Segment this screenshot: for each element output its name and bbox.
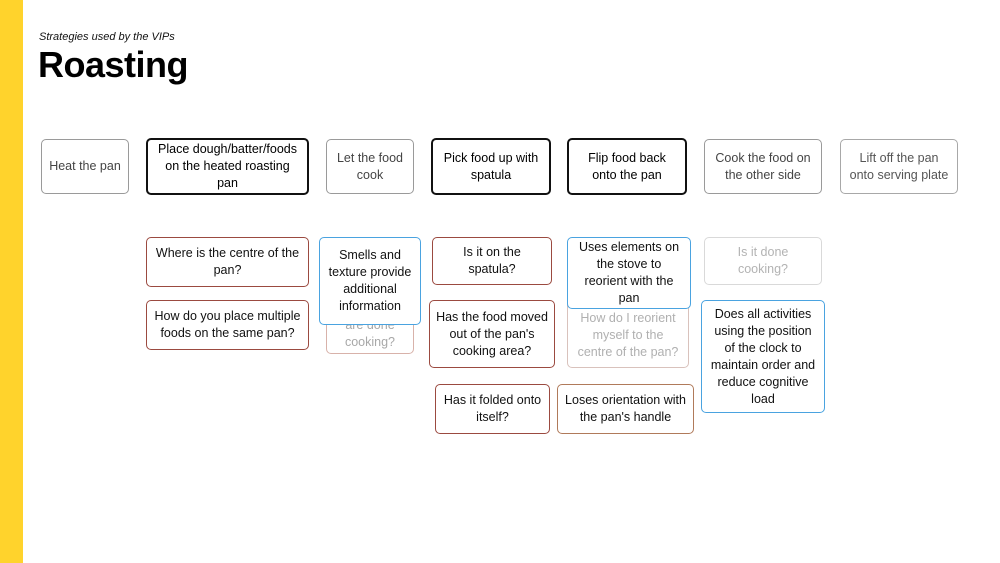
question-centre-of-pan: Where is the centre of the pan?	[146, 237, 309, 287]
question-multiple-foods: How do you place multiple foods on the s…	[146, 300, 309, 350]
slide-title: Roasting	[38, 44, 189, 85]
step-heat-the-pan: Heat the pan	[41, 139, 129, 194]
question-done-cooking: Is it done cooking?	[704, 237, 822, 285]
accent-bar	[0, 0, 23, 563]
slide-subtitle: Strategies used by the VIPs	[39, 31, 175, 43]
step-let-food-cook: Let the food cook	[326, 139, 414, 194]
strategy-smells-texture: Smells and texture provide additional in…	[319, 237, 421, 325]
step-cook-other-side: Cook the food on the other side	[704, 139, 822, 194]
strategy-stove-elements: Uses elements on the stove to reorient w…	[567, 237, 691, 309]
step-flip-food: Flip food back onto the pan	[567, 138, 687, 195]
question-food-moved: Has the food moved out of the pan's cook…	[429, 300, 555, 368]
step-lift-off-pan: Lift off the pan onto serving plate	[840, 139, 958, 194]
step-pick-food-up: Pick food up with spatula	[431, 138, 551, 195]
strategy-clock-position: Does all activities using the position o…	[701, 300, 825, 413]
question-reorient-centre: How do I reorient myself to the centre o…	[567, 300, 689, 368]
question-lose-orientation-handle: Loses orientation with the pan's handle	[557, 384, 694, 434]
question-folded: Has it folded onto itself?	[435, 384, 550, 434]
step-place-food: Place dough/batter/foods on the heated r…	[146, 138, 309, 195]
question-on-spatula: Is it on the spatula?	[432, 237, 552, 285]
